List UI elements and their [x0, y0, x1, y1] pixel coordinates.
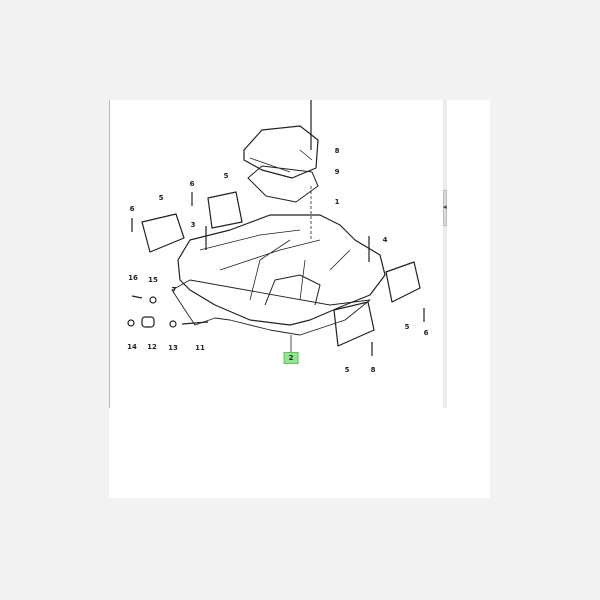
head-gasket [171, 279, 371, 336]
panel-divider [443, 100, 447, 408]
cylinder-head-cover [177, 214, 386, 326]
part-label[interactable]: 7 [171, 286, 177, 294]
side-cover-right [385, 261, 421, 303]
part-label[interactable]: 1 [334, 198, 340, 206]
part-label[interactable]: 5 [223, 172, 229, 180]
part-label[interactable]: 15 [148, 276, 158, 284]
part-label[interactable]: 5 [404, 323, 410, 331]
part-label[interactable]: 14 [127, 343, 137, 351]
part-label[interactable]: 3 [190, 221, 196, 229]
collapse-panel-button[interactable]: ◂ [443, 190, 447, 226]
part-label[interactable]: 8 [334, 147, 340, 155]
part-label[interactable]: 11 [195, 344, 205, 352]
part-label[interactable]: 12 [147, 343, 157, 351]
breather-cover [243, 125, 319, 179]
part-label-selected[interactable]: 2 [283, 352, 299, 364]
diagram-image [109, 100, 444, 408]
side-cover-front [333, 301, 375, 347]
part-label[interactable]: 8 [370, 366, 376, 374]
side-cover-upper [207, 191, 243, 229]
side-cover-left [141, 213, 185, 253]
part-label[interactable]: 5 [344, 366, 350, 374]
cover-gasket [247, 165, 319, 203]
part-label[interactable]: 6 [189, 180, 195, 188]
part-label[interactable]: 16 [128, 274, 138, 282]
part-label[interactable]: 6 [129, 205, 135, 213]
part-label[interactable]: 5 [158, 194, 164, 202]
part-label[interactable]: 4 [382, 236, 388, 244]
part-label[interactable]: 6 [423, 329, 429, 337]
chevron-left-icon: ◂ [443, 204, 447, 211]
part-label[interactable]: 13 [168, 344, 178, 352]
part-label[interactable]: 9 [334, 168, 340, 176]
